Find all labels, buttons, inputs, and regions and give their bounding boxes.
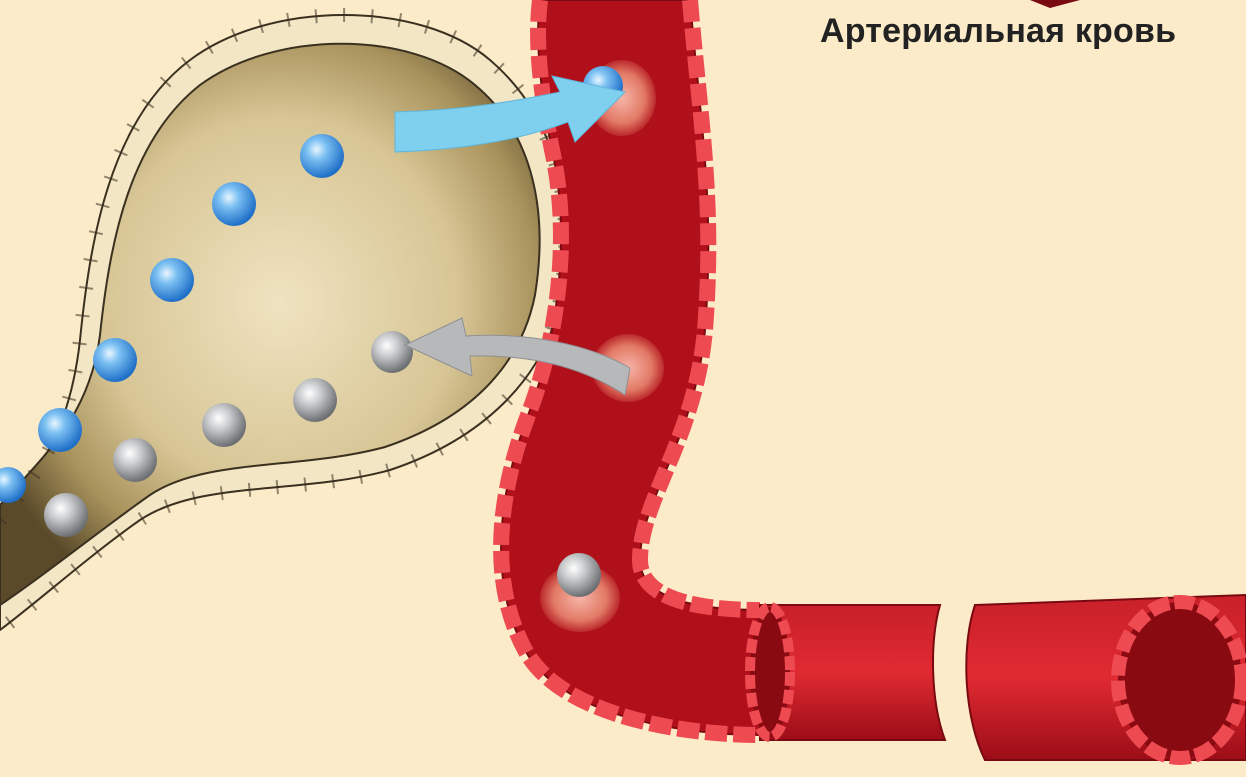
oxygen-particle bbox=[300, 134, 344, 178]
co2-particle bbox=[202, 403, 246, 447]
oxygen-particle bbox=[38, 408, 82, 452]
label-pointer bbox=[1030, 0, 1080, 8]
capillary-opening-2 bbox=[1118, 602, 1242, 758]
oxygen-particle bbox=[93, 338, 137, 382]
co2-particle bbox=[113, 438, 157, 482]
oxygen-particle bbox=[150, 258, 194, 302]
co2-particle bbox=[371, 331, 413, 373]
oxygen-particle bbox=[212, 182, 256, 226]
capillary-opening-1 bbox=[750, 607, 790, 737]
co2-particle bbox=[293, 378, 337, 422]
co2-particle bbox=[557, 553, 601, 597]
co2-particle bbox=[44, 493, 88, 537]
arterial-blood-label: Артериальная кровь bbox=[820, 12, 1176, 51]
